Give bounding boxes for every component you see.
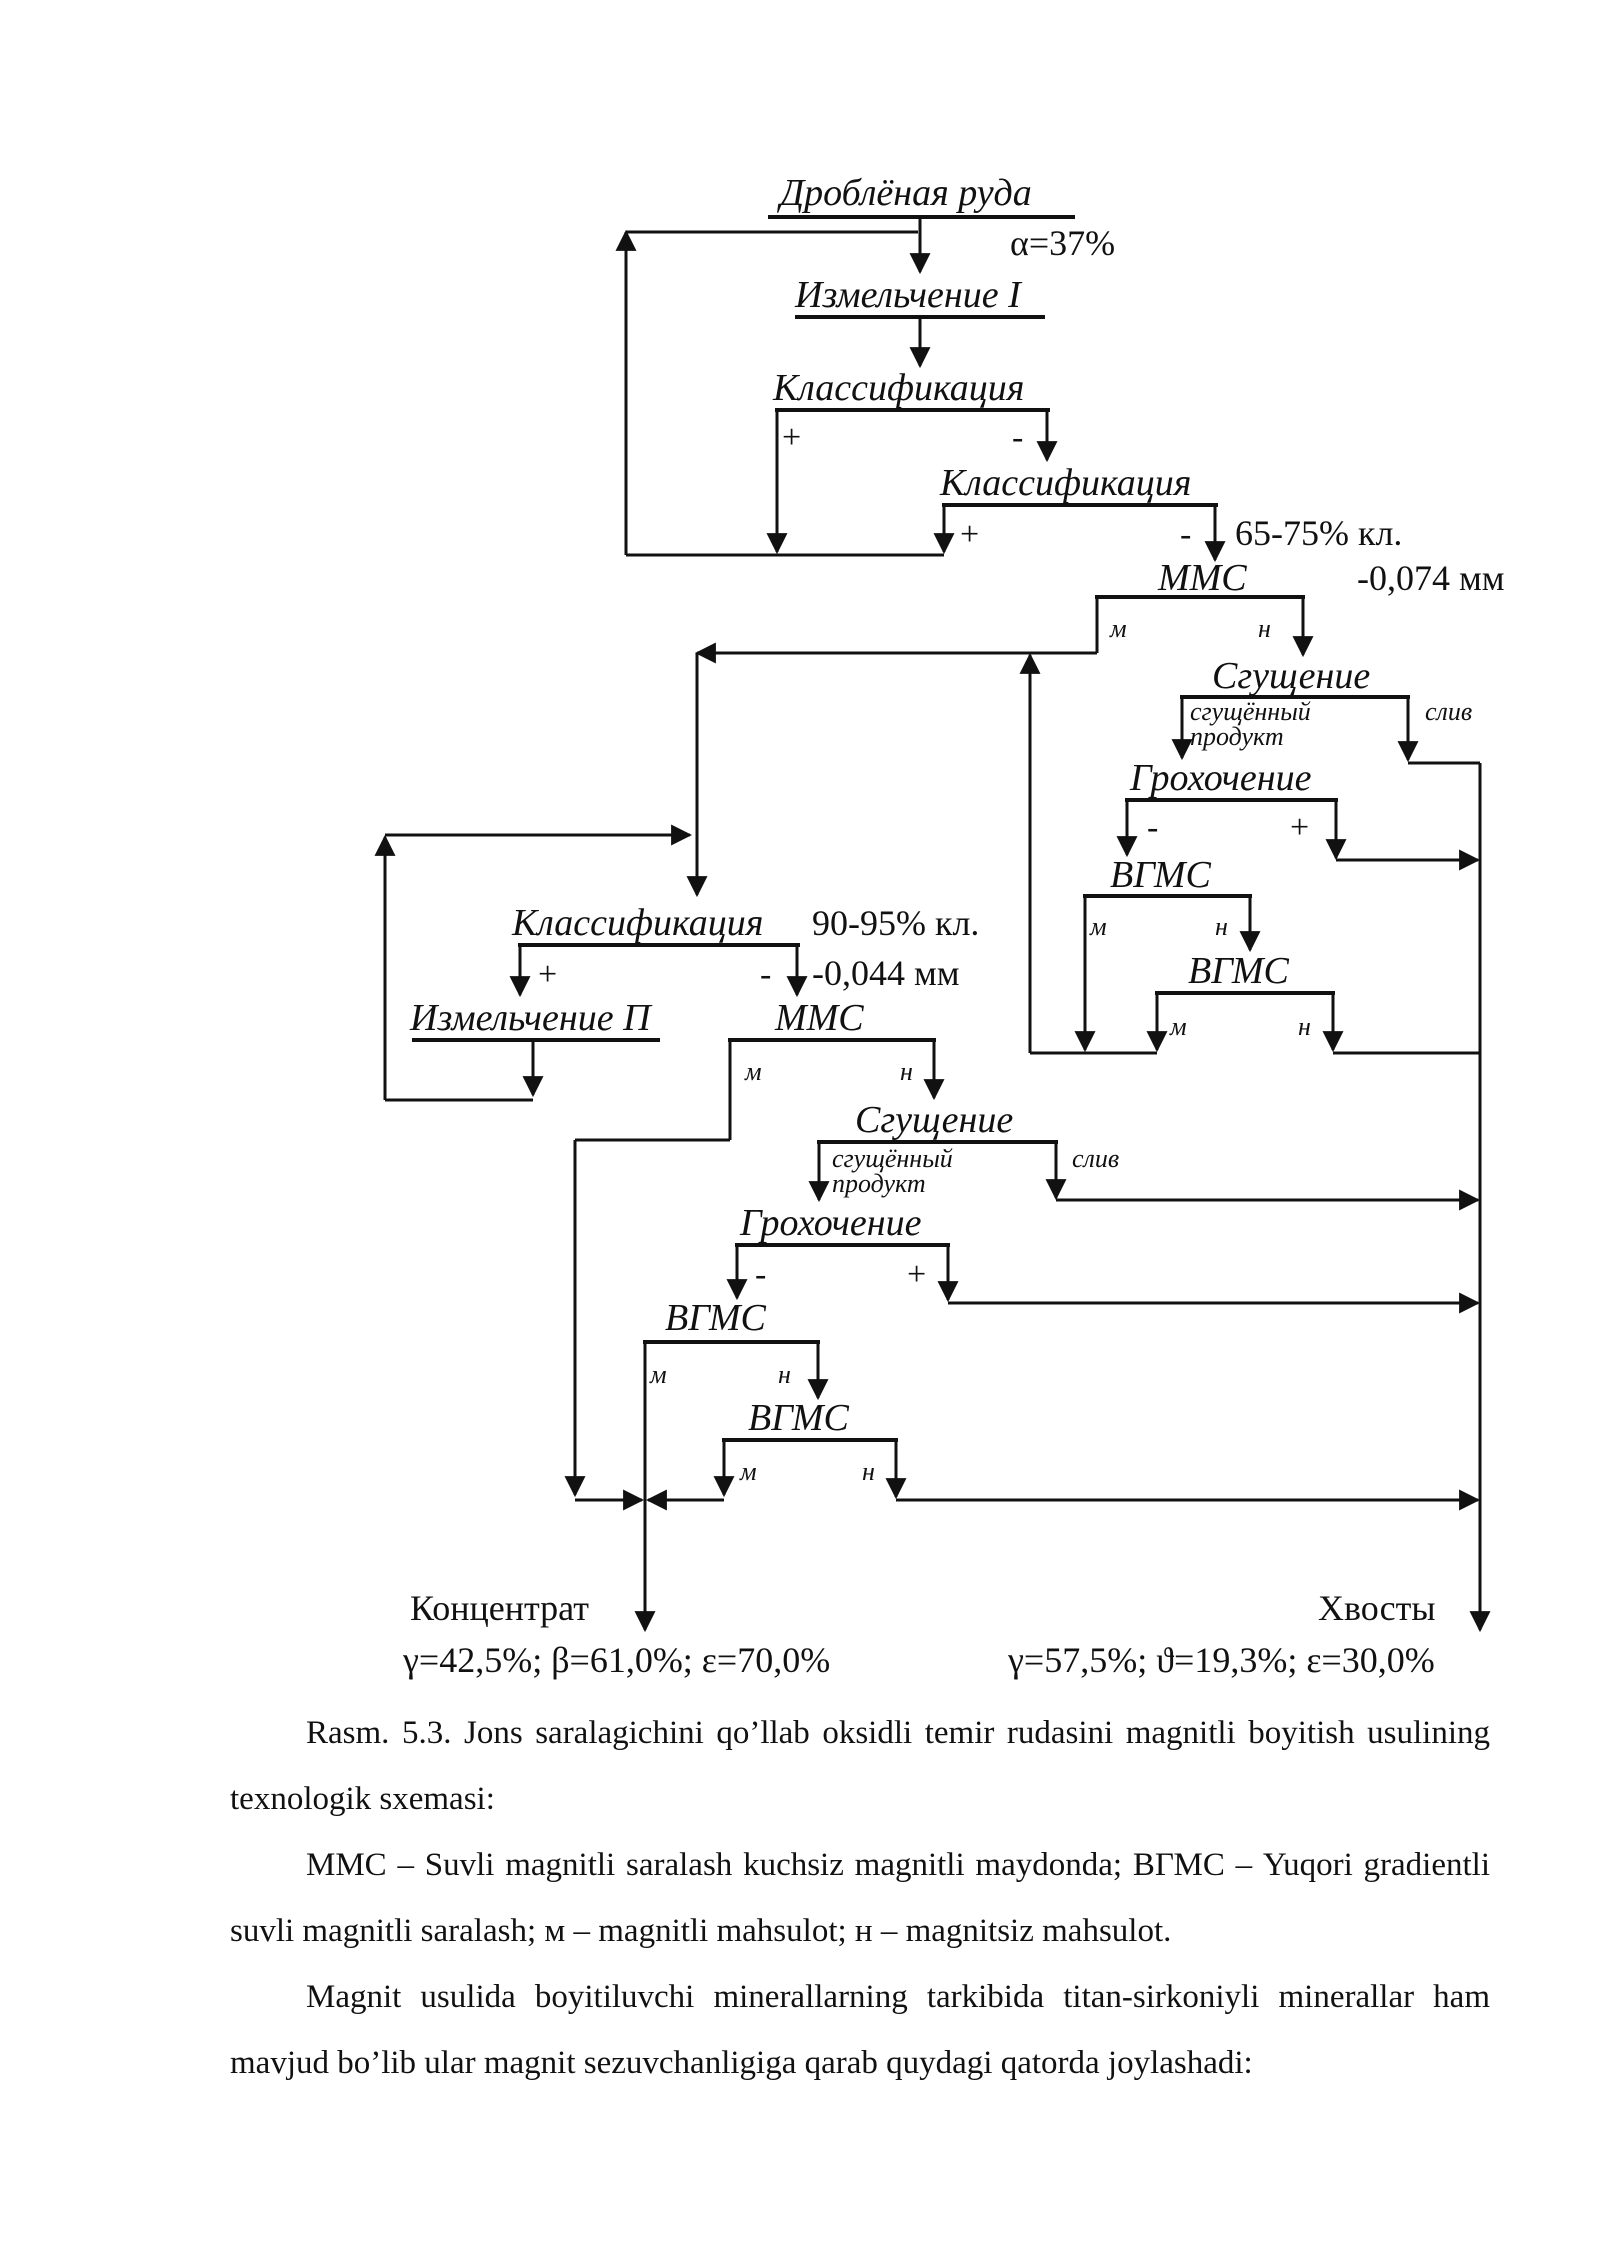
label-grinding-1: Измельчение I xyxy=(794,274,1023,316)
figure-caption: Rasm. 5.3. Jons saralagichini qo’llab ok… xyxy=(230,1715,1490,1817)
label-mms2-m: м xyxy=(744,1057,762,1086)
label-vgms3-n: н xyxy=(778,1360,791,1389)
label-class2-minus: - xyxy=(1180,516,1191,553)
label-screening-1: Грохочение xyxy=(1129,757,1312,799)
label-thick2-overflow: слив xyxy=(1072,1144,1119,1173)
label-fines-2: 90-95% кл. xyxy=(812,903,979,943)
flowsheet-diagram: Дроблёная руда α=37% Измельчение I Класс… xyxy=(374,172,1505,1680)
label-crushed-ore: Дроблёная руда xyxy=(777,172,1032,214)
label-screen1-plus: + xyxy=(1290,809,1309,846)
label-tails: Хвосты xyxy=(1318,1588,1436,1628)
label-class1-plus: + xyxy=(782,419,801,456)
label-thick2-product: сгущённый xyxy=(832,1144,953,1173)
label-vgms1-n: н xyxy=(1215,912,1228,941)
label-vgms3-m: м xyxy=(649,1360,667,1389)
figure-legend: ММС – Suvli magnitli saralash kuchsiz ma… xyxy=(230,1847,1490,1949)
label-mms1-n: н xyxy=(1258,614,1271,643)
label-mms1-m: м xyxy=(1109,614,1127,643)
label-grinding-2: Измельчение П xyxy=(409,997,653,1039)
label-mms-2: ММС xyxy=(774,997,864,1039)
label-class1-minus: - xyxy=(1012,419,1023,456)
label-vgms2-n: н xyxy=(1298,1012,1311,1041)
label-screen2-plus: + xyxy=(907,1256,926,1293)
label-class3-minus: - xyxy=(760,956,771,993)
label-fines-1: 65-75% кл. xyxy=(1235,513,1402,553)
label-classification-2: Классификация xyxy=(939,462,1191,504)
label-tails-stats: γ=57,5%; ϑ=19,3%; ε=30,0% xyxy=(1007,1640,1435,1680)
label-vgms-2: ВГМС xyxy=(1188,950,1290,992)
label-vgms-4: ВГМС xyxy=(748,1397,850,1439)
label-fines-2-size: -0,044 мм xyxy=(812,953,960,993)
label-vgms4-m: м xyxy=(739,1457,757,1486)
label-mms-1: ММС xyxy=(1157,557,1247,599)
label-thick2-product2: продукт xyxy=(832,1169,926,1198)
label-thickening-2: Сгущение xyxy=(855,1099,1013,1141)
label-thick1-overflow: слив xyxy=(1425,697,1472,726)
label-fines-1-size: -0,074 мм xyxy=(1357,558,1505,598)
label-thickening-1: Сгущение xyxy=(1212,655,1370,697)
label-concentrate-stats: γ=42,5%; β=61,0%; ε=70,0% xyxy=(402,1640,830,1680)
label-classification-3: Классификация xyxy=(511,902,763,944)
label-screen1-minus: - xyxy=(1147,809,1158,846)
label-vgms2-m: м xyxy=(1169,1012,1187,1041)
label-alpha: α=37% xyxy=(1010,223,1115,263)
label-vgms4-n: н xyxy=(862,1457,875,1486)
label-class2-plus: + xyxy=(960,516,979,553)
label-screening-2: Грохочение xyxy=(739,1202,922,1244)
label-thick1-product: сгущённый xyxy=(1190,697,1311,726)
label-thick1-product2: продукт xyxy=(1190,722,1284,751)
label-classification-1: Классификация xyxy=(772,367,1024,409)
label-vgms1-m: м xyxy=(1089,912,1107,941)
label-concentrate: Концентрат xyxy=(410,1588,589,1628)
body-paragraph: Magnit usulida boyitiluvchi minerallarni… xyxy=(230,1979,1490,2081)
label-mms2-n: н xyxy=(900,1057,913,1086)
label-screen2-minus: - xyxy=(755,1256,766,1293)
label-vgms-1: ВГМС xyxy=(1110,854,1212,896)
label-class3-plus: + xyxy=(538,956,557,993)
label-vgms-3: ВГМС xyxy=(665,1297,767,1339)
